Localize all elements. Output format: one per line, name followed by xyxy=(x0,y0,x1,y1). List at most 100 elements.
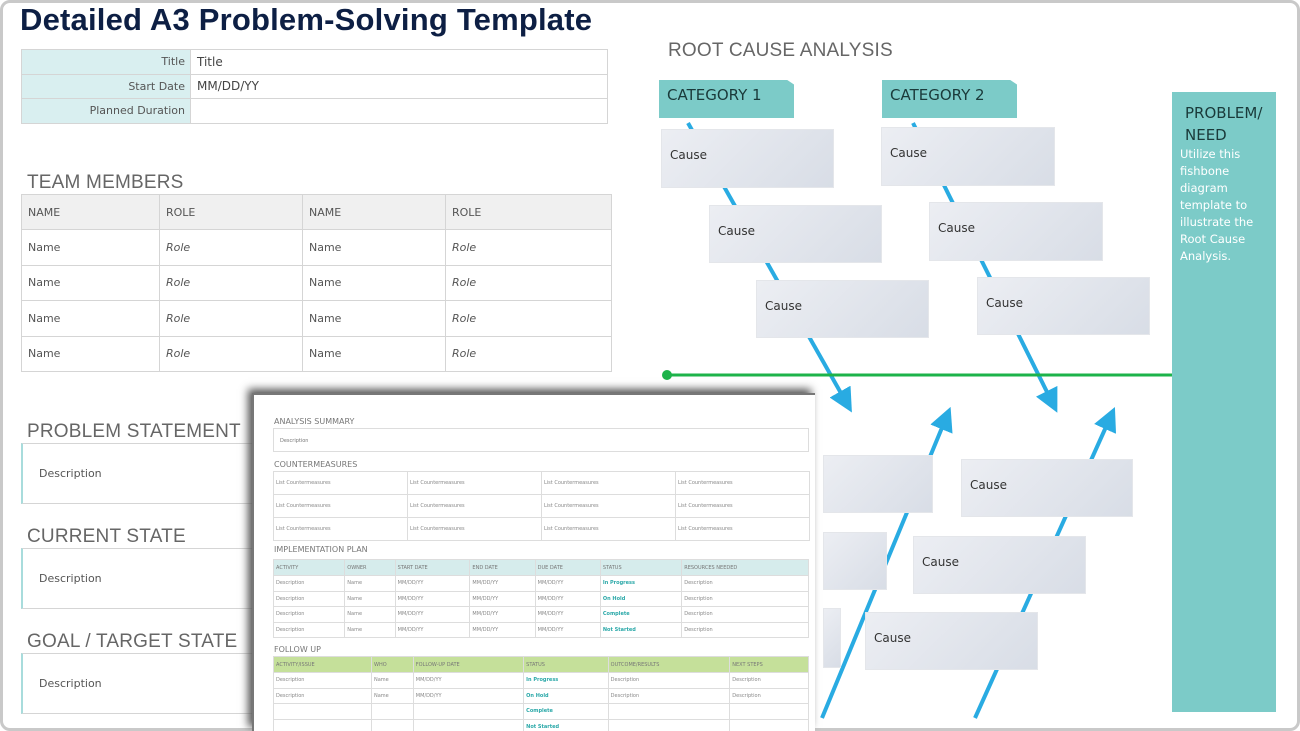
col-header: WHO xyxy=(371,656,414,673)
table-cell[interactable]: MM/DD/YY xyxy=(394,590,471,607)
status-cell[interactable]: In Progress xyxy=(599,575,683,592)
table-cell[interactable]: Description xyxy=(272,590,346,607)
countermeasure-cell[interactable]: List Countermeasures xyxy=(675,471,810,495)
table-cell[interactable] xyxy=(729,703,809,720)
table-row: Complete xyxy=(273,703,809,720)
countermeasure-cell[interactable]: List Countermeasures xyxy=(541,471,676,495)
name-cell[interactable]: Name xyxy=(21,264,160,301)
table-cell[interactable]: MM/DD/YY xyxy=(469,590,536,607)
status-cell[interactable]: Not Started xyxy=(523,718,609,731)
table-cell[interactable]: Description xyxy=(272,606,346,623)
cause-box[interactable]: Cause xyxy=(929,202,1103,261)
name-cell[interactable]: Name xyxy=(302,264,446,301)
table-cell[interactable]: Name xyxy=(344,590,396,607)
status-cell[interactable]: Not Started xyxy=(599,621,683,638)
countermeasure-cell[interactable]: List Countermeasures xyxy=(273,517,408,541)
name-cell[interactable]: Name xyxy=(302,335,446,372)
problem-need-box[interactable]: PROBLEM/ NEED Utilize this fishbone diag… xyxy=(1172,92,1276,712)
name-cell[interactable]: Name xyxy=(21,229,160,266)
cause-box[interactable] xyxy=(823,455,933,513)
cause-box[interactable]: Cause xyxy=(865,612,1038,670)
analysis-description[interactable]: Description xyxy=(273,428,809,452)
table-cell[interactable]: Name xyxy=(371,672,414,689)
title-field[interactable]: Title xyxy=(190,49,608,75)
cause-box[interactable]: Cause xyxy=(961,459,1133,517)
table-cell[interactable]: Description xyxy=(272,621,346,638)
planned-duration-field[interactable] xyxy=(190,98,608,124)
cause-box[interactable]: Cause xyxy=(709,205,882,263)
table-cell[interactable]: Description xyxy=(273,687,372,704)
table-cell[interactable] xyxy=(729,718,809,731)
table-cell[interactable] xyxy=(607,703,731,720)
table-cell[interactable] xyxy=(371,718,414,731)
table-cell[interactable]: Description xyxy=(681,590,809,607)
table-cell[interactable] xyxy=(607,718,731,731)
role-cell[interactable]: Role xyxy=(445,335,612,372)
cause-box[interactable]: Cause xyxy=(661,129,834,188)
table-cell[interactable]: Description xyxy=(681,606,809,623)
table-cell[interactable]: Description xyxy=(273,672,372,689)
status-cell[interactable]: On Hold xyxy=(523,687,609,704)
cause-box[interactable]: Cause xyxy=(913,536,1086,594)
countermeasure-cell[interactable]: List Countermeasures xyxy=(273,494,408,518)
table-cell[interactable] xyxy=(371,703,414,720)
table-cell[interactable]: Description xyxy=(681,575,809,592)
table-cell[interactable] xyxy=(412,718,525,731)
col-header: NAME xyxy=(21,194,160,230)
role-cell[interactable]: Role xyxy=(159,335,303,372)
table-cell[interactable]: MM/DD/YY xyxy=(534,590,601,607)
cause-box[interactable]: Cause xyxy=(881,127,1055,186)
table-cell[interactable]: Description xyxy=(729,672,809,689)
role-cell[interactable]: Role xyxy=(159,264,303,301)
table-cell[interactable] xyxy=(273,703,372,720)
table-cell[interactable]: MM/DD/YY xyxy=(394,621,471,638)
countermeasure-cell[interactable]: List Countermeasures xyxy=(407,517,542,541)
status-cell[interactable]: On Hold xyxy=(599,590,683,607)
table-cell[interactable]: Name xyxy=(344,621,396,638)
countermeasure-cell[interactable]: List Countermeasures xyxy=(675,517,810,541)
table-cell[interactable]: Description xyxy=(607,672,731,689)
table-cell[interactable] xyxy=(412,703,525,720)
cause-box[interactable]: Cause xyxy=(756,280,929,338)
category-2[interactable]: CATEGORY 2 xyxy=(882,80,1017,118)
table-cell[interactable]: MM/DD/YY xyxy=(412,687,525,704)
table-cell[interactable]: MM/DD/YY xyxy=(394,606,471,623)
table-cell[interactable]: MM/DD/YY xyxy=(534,606,601,623)
countermeasure-cell[interactable]: List Countermeasures xyxy=(541,494,676,518)
table-cell[interactable]: MM/DD/YY xyxy=(394,575,471,592)
table-cell[interactable]: Name xyxy=(344,575,396,592)
cause-box[interactable]: Cause xyxy=(977,277,1150,335)
countermeasure-cell[interactable]: List Countermeasures xyxy=(407,494,542,518)
table-cell[interactable]: Description xyxy=(607,687,731,704)
role-cell[interactable]: Role xyxy=(445,264,612,301)
start-date-field[interactable]: MM/DD/YY xyxy=(190,73,608,99)
table-cell[interactable]: MM/DD/YY xyxy=(534,575,601,592)
cause-box[interactable] xyxy=(823,608,841,668)
table-cell[interactable]: Name xyxy=(344,606,396,623)
table-cell[interactable] xyxy=(273,718,372,731)
table-cell[interactable]: Description xyxy=(729,687,809,704)
status-cell[interactable]: In Progress xyxy=(523,672,609,689)
category-1[interactable]: CATEGORY 1 xyxy=(659,80,794,118)
countermeasure-cell[interactable]: List Countermeasures xyxy=(273,471,408,495)
status-cell[interactable]: Complete xyxy=(523,703,609,720)
table-cell[interactable]: Name xyxy=(371,687,414,704)
table-cell[interactable]: Description xyxy=(272,575,346,592)
table-cell[interactable]: MM/DD/YY xyxy=(469,621,536,638)
table-cell[interactable]: MM/DD/YY xyxy=(469,606,536,623)
countermeasure-cell[interactable]: List Countermeasures xyxy=(675,494,810,518)
cause-box[interactable] xyxy=(823,532,887,590)
countermeasure-cell[interactable]: List Countermeasures xyxy=(541,517,676,541)
col-header: STATUS xyxy=(599,559,683,576)
countermeasure-cell[interactable]: List Countermeasures xyxy=(407,471,542,495)
name-cell[interactable]: Name xyxy=(21,335,160,372)
status-cell[interactable]: Complete xyxy=(599,606,683,623)
role-cell[interactable]: Role xyxy=(445,300,612,337)
table-cell[interactable]: MM/DD/YY xyxy=(534,621,601,638)
table-cell[interactable]: MM/DD/YY xyxy=(412,672,525,689)
table-cell[interactable]: Description xyxy=(681,621,809,638)
table-cell[interactable]: MM/DD/YY xyxy=(469,575,536,592)
